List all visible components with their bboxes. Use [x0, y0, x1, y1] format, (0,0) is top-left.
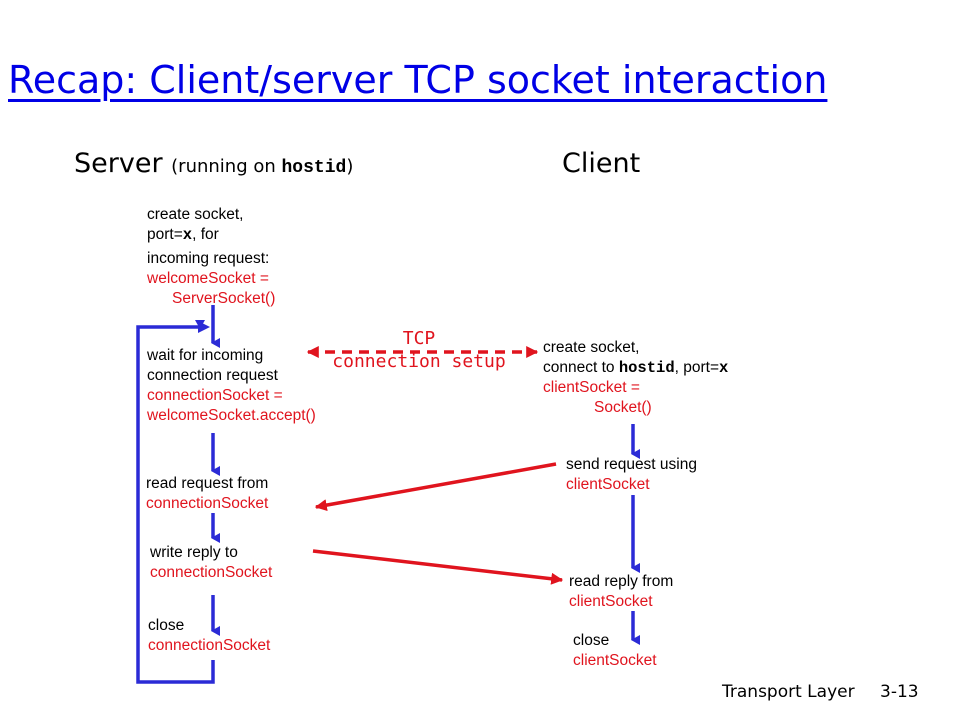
server-loop-arrow [136, 320, 215, 684]
client-close-step: close clientSocket [573, 632, 657, 669]
server-heading: Server (running on hostid) [74, 148, 353, 179]
client-socket-code: clientSocket = [543, 379, 640, 396]
client-read-reply-step: read reply from clientSocket [569, 573, 674, 610]
server-heading-label: Server [74, 148, 163, 179]
server-accept-step: wait for incoming connection request con… [147, 347, 316, 424]
footer-page-number: 3-13 [880, 682, 919, 702]
request-message-arrow [314, 462, 557, 512]
slide-title: Recap: Client/server TCP socket interact… [8, 58, 828, 102]
server-close-step: close connectionSocket [148, 617, 271, 654]
server-running-note: (running on hostid) [171, 156, 354, 178]
client-heading: Client [562, 148, 641, 179]
server-read-request-step: read request from connectionSocket [146, 475, 269, 512]
reply-message-arrow [312, 549, 564, 585]
server-write-reply-step: write reply to connectionSocket [150, 544, 273, 581]
client-create-socket-step: create socket, connect to hostid, port=x… [543, 339, 729, 416]
server-create-socket-step: create socket, port=x, for incoming requ… [147, 206, 276, 307]
footer-section: Transport Layer [722, 682, 855, 702]
client-send-request-step: send request using clientSocket [566, 456, 697, 493]
server-welcome-socket-code: welcomeSocket = [147, 270, 269, 287]
